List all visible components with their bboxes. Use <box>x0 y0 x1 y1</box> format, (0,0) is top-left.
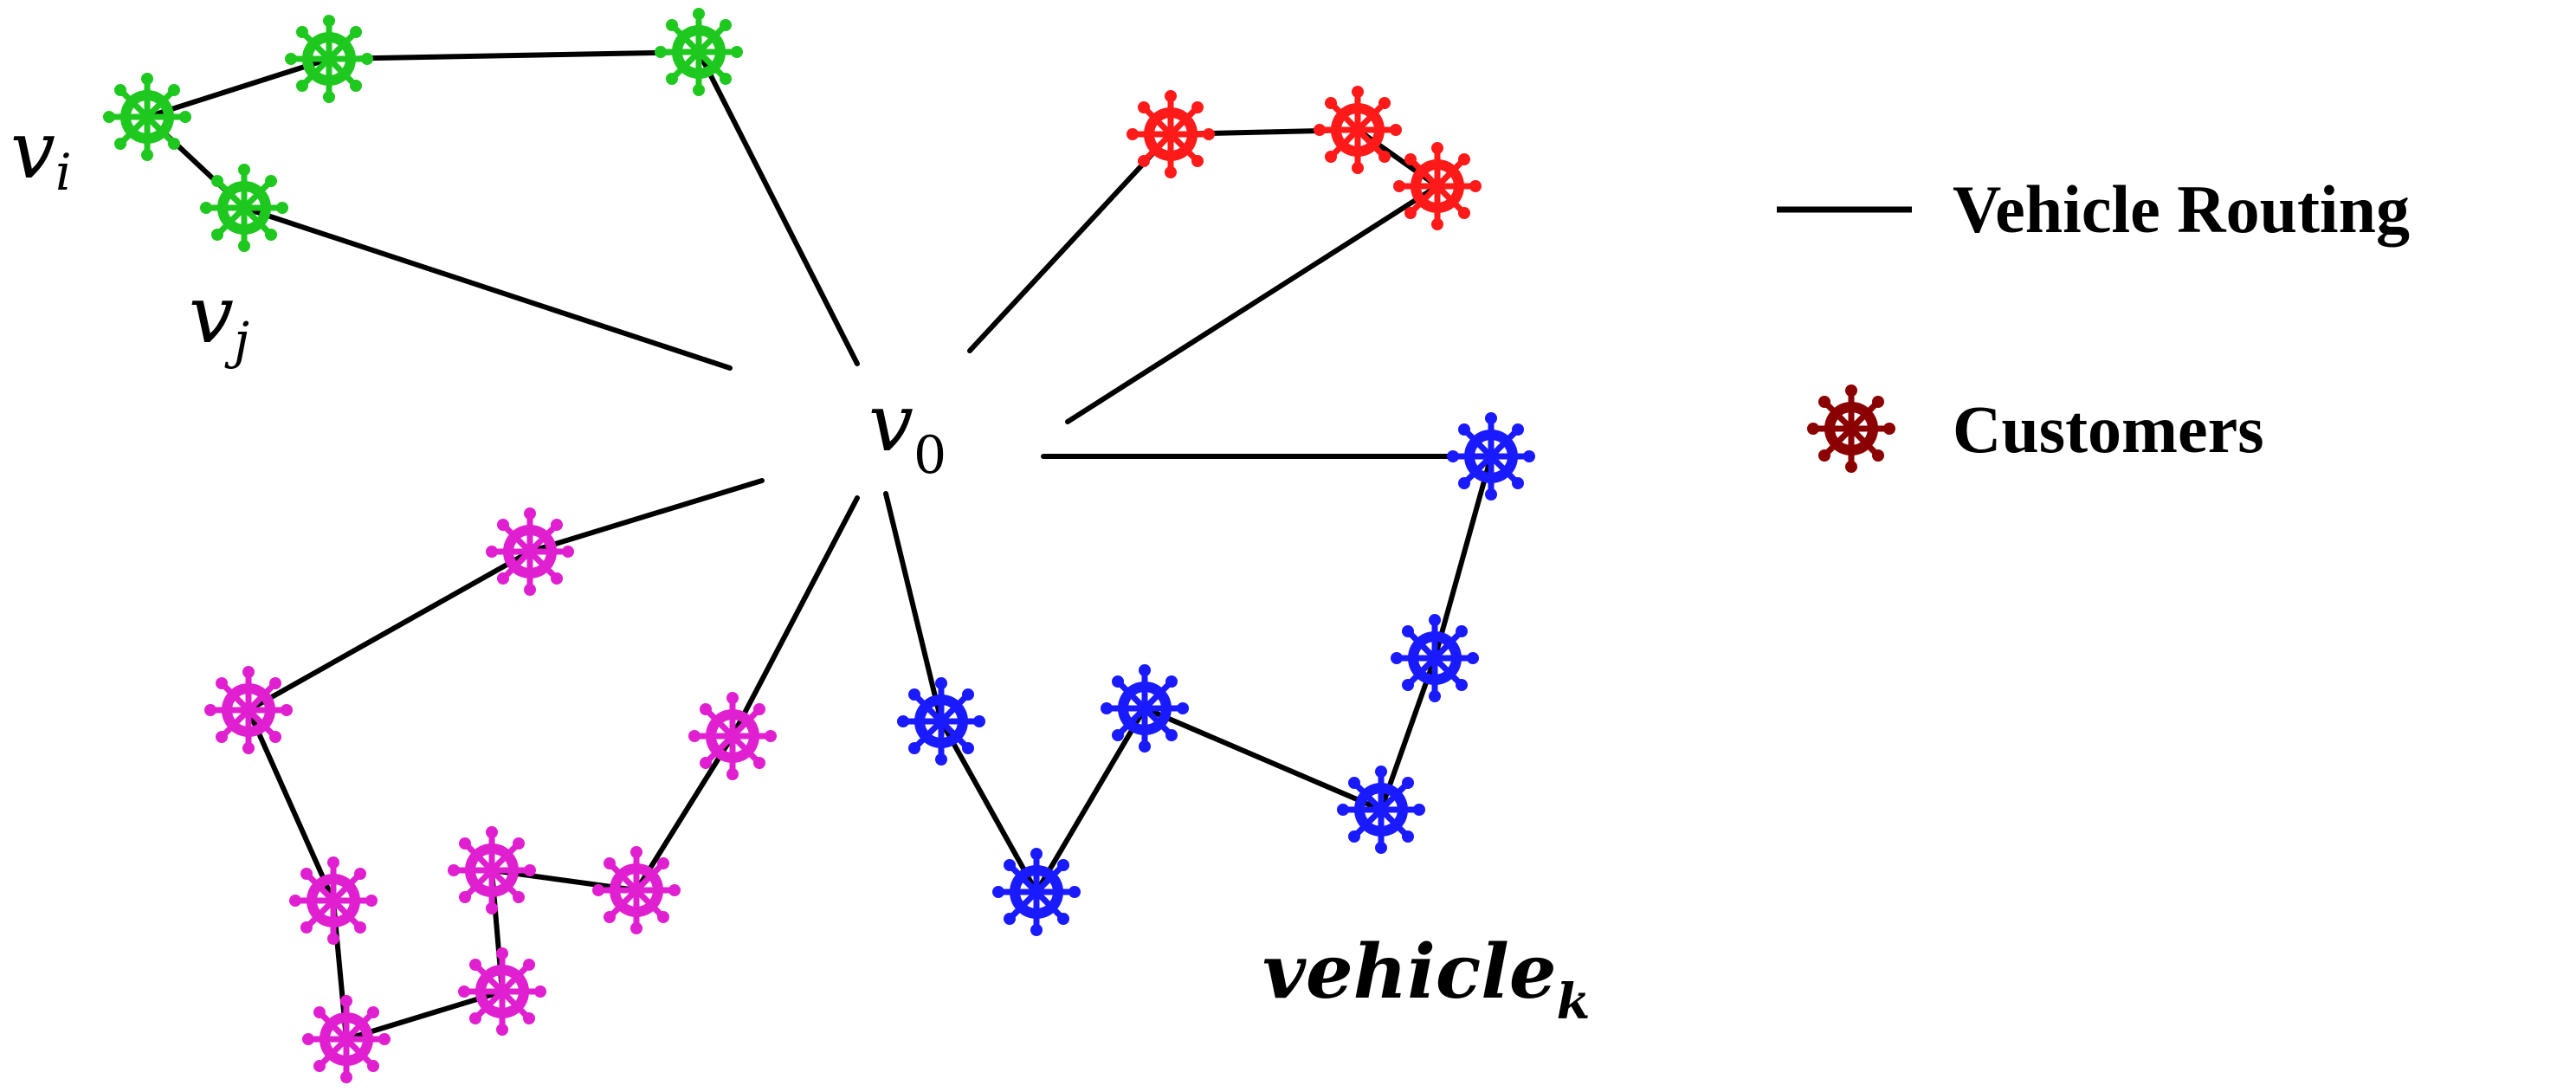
ship-wheel-icon <box>458 947 546 1036</box>
edge-magenta-m1-m2 <box>246 549 533 713</box>
edge-green-g2-depot <box>242 205 733 371</box>
ship-wheel-icon <box>992 848 1081 936</box>
ship-wheel-icon <box>289 856 378 945</box>
ship-wheel-icon <box>1391 614 1479 702</box>
label-vehicle-sub: k <box>1557 973 1591 1031</box>
customer-node-red-r1 <box>1127 90 1215 178</box>
customer-node-red-r2 <box>1314 86 1402 174</box>
edge-blue-b6-b5 <box>1432 454 1494 661</box>
ship-wheel-icon <box>1101 664 1189 753</box>
label-vi: vi <box>10 104 72 202</box>
ship-wheel-icon <box>302 995 391 1083</box>
ship-wheel-icon <box>1393 142 1482 230</box>
edge-magenta-m2-m3 <box>246 708 336 903</box>
label-depot-base: v <box>868 377 914 469</box>
customer-node-green-g3 <box>103 73 191 161</box>
ship-wheel-icon <box>448 826 536 914</box>
customer-node-blue-b4 <box>1337 766 1425 854</box>
edge-green-g3-g4 <box>326 49 701 61</box>
legend: Vehicle Routing Customers <box>1777 171 2410 473</box>
customer-node-blue-b5 <box>1391 614 1479 702</box>
customer-node-blue-b3 <box>1101 664 1189 753</box>
customer-node-blue-b2 <box>992 848 1081 936</box>
edge-blue-b4-b3 <box>1142 706 1384 812</box>
customer-node-magenta-m7 <box>592 846 681 934</box>
label-vi-sub: i <box>55 143 72 202</box>
ship-wheel-icon <box>592 846 681 934</box>
customer-node-magenta-m3 <box>289 856 378 945</box>
edge-magenta-m8-depot <box>730 495 860 739</box>
edge-red-depot-r1 <box>967 132 1173 353</box>
edge-magenta-m4-m5 <box>344 989 505 1042</box>
ship-wheel-icon <box>1314 86 1402 174</box>
customer-node-blue-b6 <box>1447 412 1535 501</box>
customer-node-magenta-m5 <box>458 947 546 1036</box>
customer-node-blue-b1 <box>897 677 985 766</box>
customer-node-magenta-m6 <box>448 826 536 914</box>
customer-node-red-r3 <box>1393 142 1482 230</box>
customer-node-magenta-m4 <box>302 995 391 1083</box>
label-depot: v0 <box>868 377 946 486</box>
customer-node-magenta-m2 <box>204 666 293 754</box>
edge-blue-b1-depot <box>883 491 944 724</box>
label-vi-base: v <box>10 104 55 197</box>
ship-wheel-icon <box>285 15 373 103</box>
customer-node-green-g4 <box>655 8 743 96</box>
customer-node-green-g2 <box>200 164 288 252</box>
edge-red-r3-depot <box>1065 184 1440 424</box>
edge-blue-b3-b2 <box>1034 706 1147 895</box>
label-vj: vj <box>189 268 249 370</box>
legend-routing-label: Vehicle Routing <box>1953 171 2410 247</box>
legend-customers-label: Customers <box>1953 391 2264 467</box>
edge-magenta-m7-m8 <box>634 733 735 893</box>
label-vehicle-base: vehicle <box>1262 928 1557 1016</box>
ship-wheel-icon <box>1807 384 1895 473</box>
edge-green-g3-g1 <box>145 56 332 120</box>
ship-wheel-icon <box>688 692 777 780</box>
ship-wheel-icon <box>204 666 293 754</box>
ship-wheel-icon <box>103 73 191 161</box>
ship-wheel-icon <box>1337 766 1425 854</box>
edge-magenta-depot-m1 <box>527 478 765 554</box>
ship-wheel-icon <box>486 507 574 596</box>
label-depot-sub: 0 <box>914 425 946 486</box>
edge-green-g4-depot <box>696 49 860 366</box>
ship-wheel-icon <box>200 164 288 252</box>
customer-node-green-g1 <box>285 15 373 103</box>
customer-nodes <box>103 8 1535 1083</box>
label-vehicle: vehiclek <box>1262 928 1590 1031</box>
ship-wheel-icon <box>1447 412 1535 501</box>
ship-wheel-icon <box>897 677 985 766</box>
customer-node-magenta-m8 <box>688 692 777 780</box>
customer-node-magenta-m1 <box>486 507 574 596</box>
edge-blue-b2-b1 <box>939 719 1039 895</box>
ship-wheel-icon <box>1127 90 1215 178</box>
ship-wheel-icon <box>655 8 743 96</box>
label-vj-base: v <box>189 268 234 361</box>
legend-customer-marker <box>1807 384 1895 473</box>
